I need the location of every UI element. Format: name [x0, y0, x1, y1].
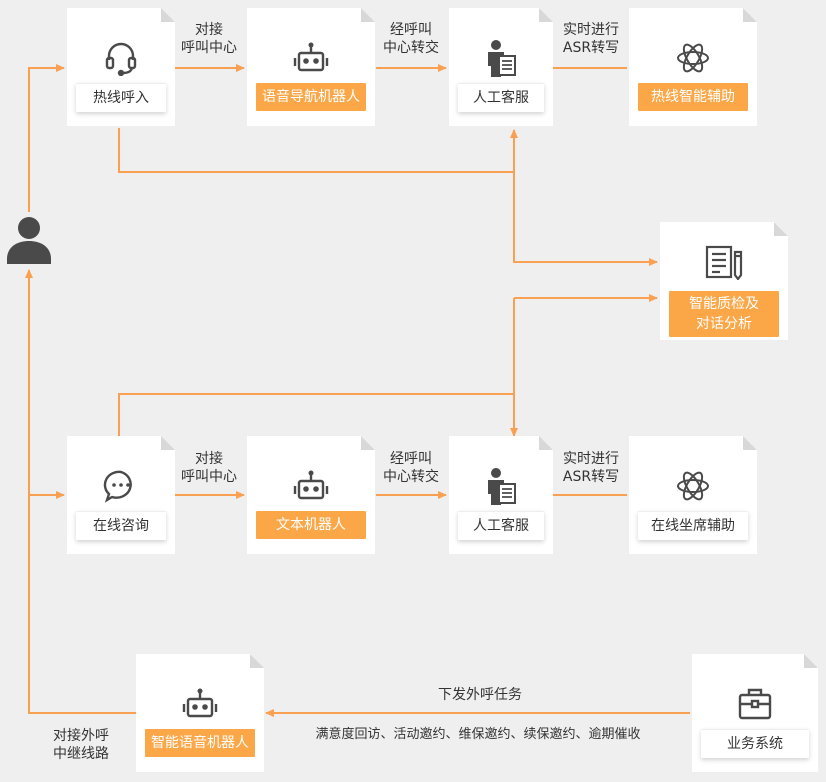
node-hotline-call: 热线呼入	[67, 8, 175, 126]
node-online-seat-assist: 在线坐席辅助	[629, 436, 757, 554]
edge-label-top-2: 经呼叫中心转交	[383, 22, 439, 56]
node-voice-nav-robot: 语音导航机器人	[247, 8, 375, 126]
agent-document-icon	[449, 40, 553, 76]
node-label: 业务系统	[701, 729, 809, 758]
node-label: 文本机器人	[256, 511, 366, 539]
node-smart-voice-robot: 智能语音机器人	[136, 654, 264, 772]
node-label: 热线智能辅助	[638, 83, 748, 111]
agent-document-icon	[449, 468, 553, 504]
edge-label-top-1: 对接呼叫中心	[181, 22, 237, 56]
node-label: 人工客服	[458, 511, 544, 540]
node-agent-top: 人工客服	[449, 8, 553, 126]
user-icon	[6, 214, 52, 264]
toolbox-icon	[692, 686, 818, 722]
node-label: 在线坐席辅助	[638, 511, 748, 540]
node-agent-bottom: 人工客服	[449, 436, 553, 554]
node-text-robot: 文本机器人	[247, 436, 375, 554]
node-label: 智能质检及对话分析	[669, 291, 779, 337]
chat-bubble-icon	[67, 468, 175, 504]
edge-label-task-types: 满意度回访、活动邀约、维保邀约、续保邀约、逾期催收	[315, 727, 641, 742]
edge-label-bottom-1: 对接呼叫中心	[181, 451, 237, 485]
node-label: 在线咨询	[76, 511, 166, 540]
atom-icon	[629, 40, 757, 76]
edge-label-relay: 对接外呼中继线路	[53, 728, 109, 762]
edge-label-task: 下发外呼任务	[438, 687, 522, 703]
node-label: 智能语音机器人	[145, 729, 255, 757]
headset-icon	[67, 40, 175, 76]
node-quality-check: 智能质检及对话分析	[660, 222, 788, 340]
node-business-system: 业务系统	[692, 654, 818, 772]
node-label: 热线呼入	[76, 83, 166, 112]
node-label: 语音导航机器人	[256, 83, 366, 111]
node-online-consult: 在线咨询	[67, 436, 175, 554]
node-label: 人工客服	[458, 83, 544, 112]
robot-icon	[136, 686, 264, 722]
document-pencil-icon	[660, 244, 788, 280]
edge-label-bottom-2: 经呼叫中心转交	[383, 451, 439, 485]
atom-icon	[629, 468, 757, 504]
node-hotline-assist: 热线智能辅助	[629, 8, 757, 126]
robot-icon	[247, 468, 375, 504]
robot-icon	[247, 40, 375, 76]
